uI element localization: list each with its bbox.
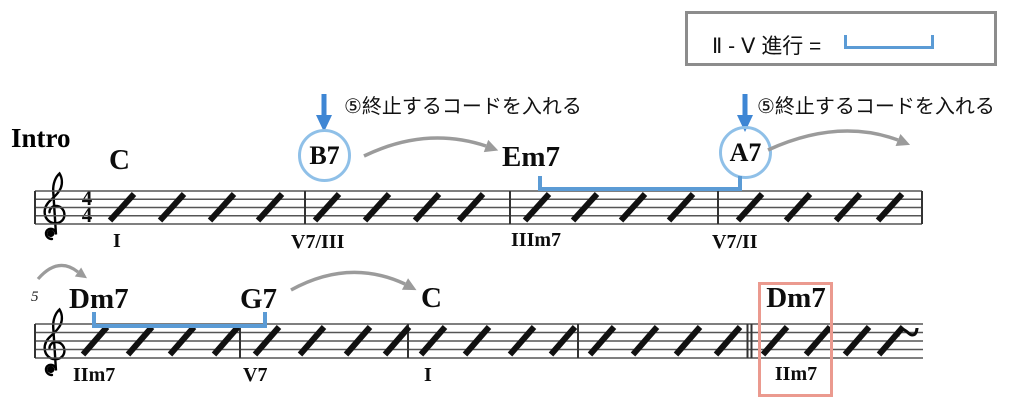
blue-down-arrow-icon [737,94,753,132]
curved-arrow-a7-next-icon [767,129,911,152]
chord-dm7-final: Dm7 [766,282,826,314]
numeral-iiim7: IIIm7 [511,229,562,251]
legend-box: Ⅱ - Ⅴ 進行 = [685,11,997,66]
staff-2 [34,323,923,359]
annotation-cadence-1: ⑤終止するコードを入れる [344,96,582,118]
chord-g7: G7 [240,283,278,315]
time-signature-numerator: 4 [81,186,93,210]
staff-1 [34,190,923,225]
treble-clef-icon [43,171,66,241]
numeral-v7-ii: V7/II [712,231,758,253]
chord-circle-a7: A7 [719,126,772,179]
numeral-i: I [113,230,121,252]
chord-a7: A7 [729,137,762,167]
ii-v-bracket-em7-a7 [538,176,742,191]
chord-dm7: Dm7 [69,283,129,315]
annotation-cadence-2: ⑤終止するコードを入れる [757,96,995,118]
chord-circle-b7: B7 [298,129,351,182]
numeral-v7: V7 [243,364,268,386]
legend-label: Ⅱ - Ⅴ 進行 = [712,35,822,58]
continuation-tilde: ~ [896,308,919,357]
blue-down-arrow-icon [316,94,332,132]
curved-arrow-b7-em7-icon [363,136,499,158]
chord-c: C [109,144,130,176]
curved-arrow-continuation-icon [36,263,88,281]
ii-v-bracket-icon [844,35,934,49]
time-signature: 4 4 [75,186,99,227]
curved-arrow-g7-c-icon [290,270,417,292]
ii-v-bracket-dm7-g7 [92,312,267,328]
numeral-iim7-final: IIm7 [774,363,818,385]
highlight-box-dm7 [758,282,833,397]
chord-em7: Em7 [502,141,560,173]
measure-number: 5 [31,289,39,305]
chord-b7: B7 [309,140,340,170]
chord-c-2: C [421,282,442,314]
time-signature-denominator: 4 [81,202,93,227]
section-label: Intro [11,123,71,153]
numeral-v7-iii: V7/III [291,231,345,253]
numeral-i-2: I [424,364,432,386]
numeral-iim7: IIm7 [73,364,116,386]
